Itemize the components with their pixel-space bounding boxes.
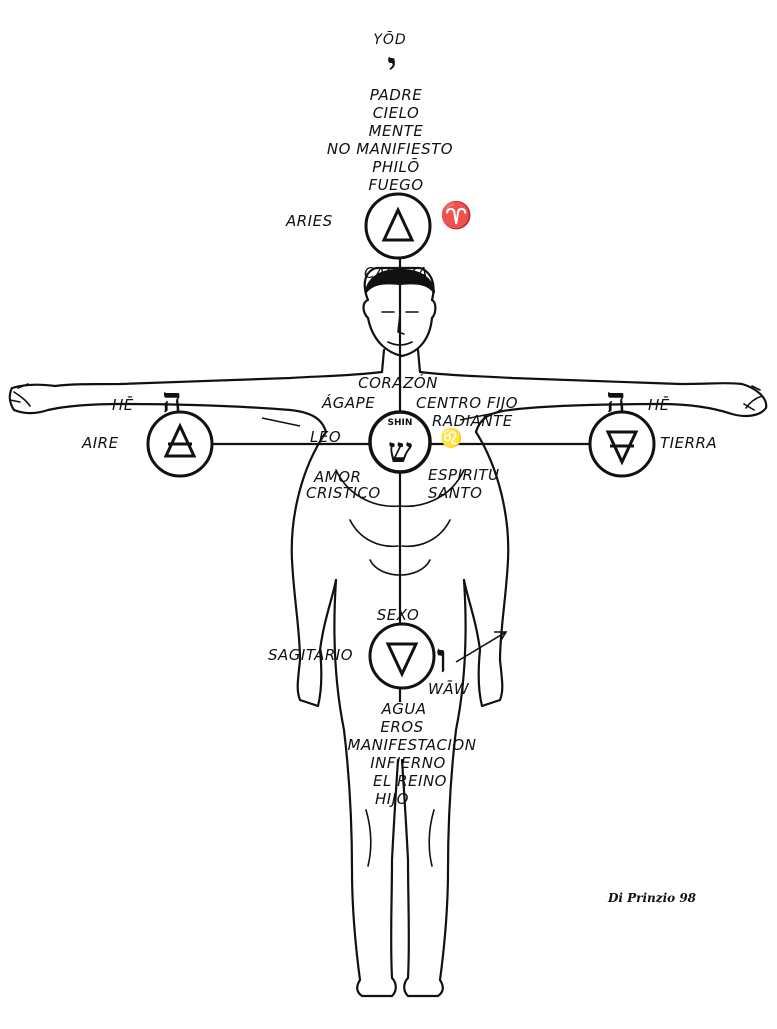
right-element-label: TIERRA [660, 434, 717, 452]
right-leg [400, 578, 467, 998]
waw-name: WĀW [428, 680, 470, 698]
shin-circle: SHIN ש [368, 410, 432, 474]
cristico-label: CRISTICO [306, 484, 381, 502]
amor-label: AMOR [313, 468, 361, 486]
shin-glyph: ש [388, 431, 412, 471]
waw-glyph: ו [437, 635, 447, 682]
air-triangle-icon [163, 422, 197, 458]
lower-word-1: AGUA [380, 700, 426, 718]
left-arm [8, 370, 384, 434]
left-element-label: AIRE [81, 434, 119, 452]
fire-triangle-icon [381, 206, 415, 242]
top-word-3: MENTE [369, 122, 424, 140]
aries-sign-icon: ♈ [440, 200, 472, 231]
right-arm [418, 370, 768, 434]
torso-left [290, 430, 338, 708]
centro-fijo-label: CENTRO FIJO [416, 394, 518, 412]
head-outline [362, 266, 437, 358]
yod-glyph: י [387, 45, 396, 87]
lower-word-4: INFIERNO [370, 754, 446, 772]
radiante-label: RADIANTE [432, 412, 513, 430]
corazon-label: CORAZÓN [358, 373, 438, 392]
sagitario-label: SAGITARIO [268, 646, 353, 664]
face-features [381, 311, 419, 346]
neck [380, 348, 422, 374]
left-he-glyph: ה [162, 381, 182, 421]
santo-label: SANTO [428, 484, 482, 502]
top-word-5: PHILŌ [372, 157, 419, 176]
left-he-name: HĒ [112, 396, 134, 414]
knee-lines [365, 809, 435, 867]
top-word-4: NO MANIFIESTO [327, 140, 453, 158]
lower-word-5: EL REINO [373, 772, 447, 790]
yod-name: YŌD [373, 31, 406, 48]
right-he-glyph: ה [606, 381, 626, 421]
sexo-label: SEXO [377, 606, 420, 624]
espiritu-label: ESPIRITU [428, 466, 499, 484]
fire-circle [364, 192, 432, 260]
earth-circle [588, 410, 656, 478]
agape-label: ÁGAPE [321, 393, 375, 412]
aries-label: ARIES [285, 212, 333, 230]
top-word-1: PADRE [370, 86, 423, 104]
lower-word-6: HIJO [375, 790, 409, 808]
head-label: CABEZA [364, 264, 428, 282]
lower-word-3: MANIFESTACION [348, 736, 477, 754]
lower-word-2: EROS [380, 718, 423, 736]
right-he-name: HĒ [648, 396, 670, 414]
left-hand [9, 383, 31, 407]
top-word-6: FUEGO [368, 176, 423, 194]
artist-signature: Di Prinzio 98 [607, 891, 697, 905]
top-word-2: CIELO [373, 104, 420, 122]
leo-sign-icon: ♌ [440, 427, 462, 449]
left-leg [333, 578, 400, 998]
air-circle [146, 410, 214, 478]
pointer-arrows [261, 411, 508, 663]
shin-name: SHIN [388, 418, 413, 428]
water-circle [368, 622, 436, 690]
water-triangle-icon [385, 642, 419, 678]
right-hand [743, 385, 763, 411]
leo-label: LEO [310, 428, 341, 446]
